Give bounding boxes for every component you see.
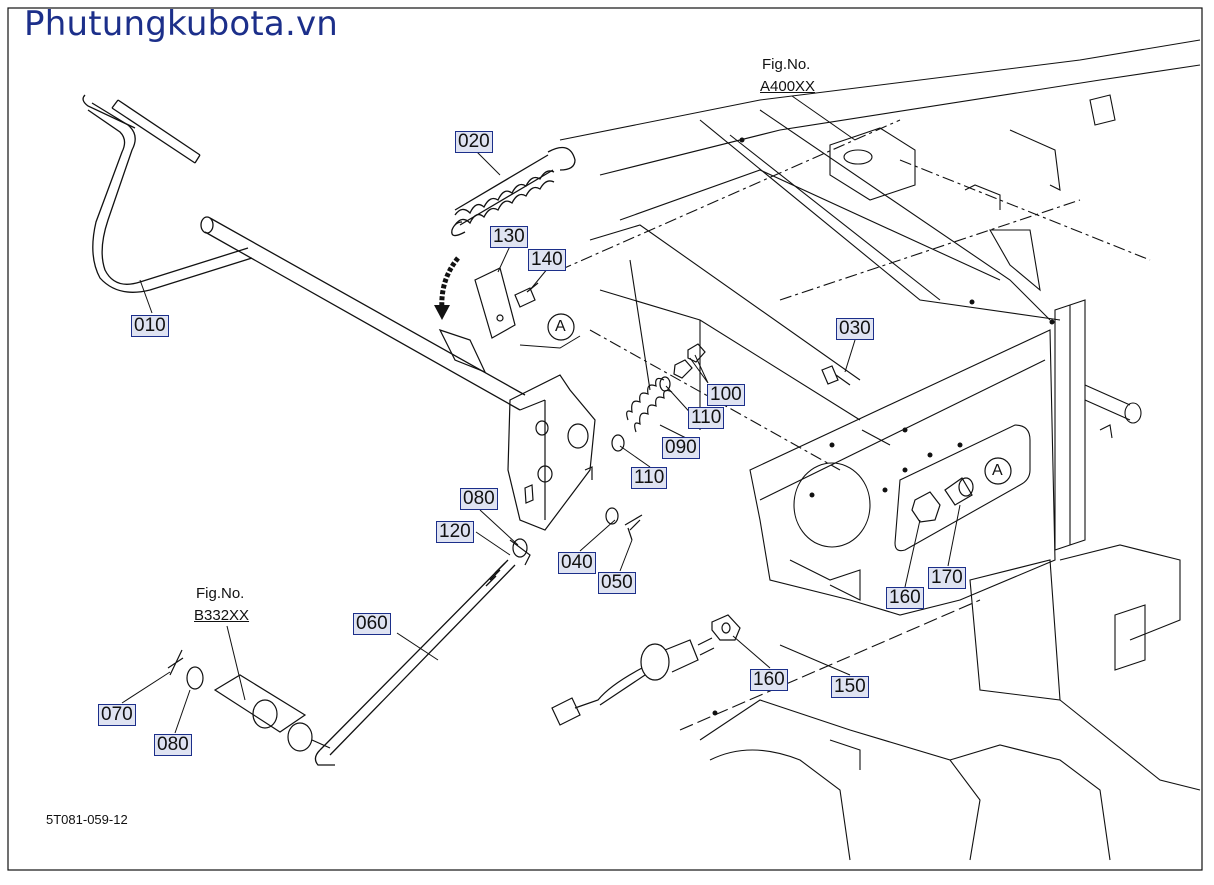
pedal-010 (82, 94, 526, 411)
fig-ref-label: Fig.No. (762, 56, 811, 73)
callout-090[interactable]: 090 (662, 437, 700, 459)
view-marker-label: A (555, 318, 566, 335)
callout-070[interactable]: 070 (98, 704, 136, 726)
view-marker-circle (984, 457, 1012, 485)
fig-ref-code[interactable]: A400XX (760, 78, 816, 95)
callout-010[interactable]: 010 (131, 315, 169, 337)
callout-110[interactable]: 110 (631, 467, 668, 489)
motion-arrowhead (434, 305, 450, 320)
callout-100[interactable]: 100 (707, 384, 745, 406)
callout-030[interactable]: 030 (836, 318, 874, 340)
callout-130[interactable]: 130 (490, 226, 528, 248)
callout-160[interactable]: 160 (886, 587, 924, 609)
view-marker-circle (547, 313, 575, 341)
nut-160 (711, 491, 941, 641)
drawing-code: 5T081-059-12 (46, 812, 128, 827)
callout-080[interactable]: 080 (154, 734, 192, 756)
callout-020[interactable]: 020 (455, 131, 493, 153)
leader-lines (121, 95, 961, 734)
spring-020 (451, 146, 576, 237)
callout-040[interactable]: 040 (558, 552, 596, 574)
bolt-140 (514, 282, 539, 308)
callout-050[interactable]: 050 (598, 572, 636, 594)
callout-140[interactable]: 140 (528, 249, 566, 271)
sensor-150 (551, 637, 715, 726)
nut-100 (673, 343, 706, 379)
fig-ref-code[interactable]: B332XX (194, 607, 250, 624)
pins-and-clips (509, 514, 643, 566)
rod-060 (314, 559, 516, 766)
frame-border (7, 7, 1203, 871)
main-frame (559, 39, 1201, 861)
callout-080[interactable]: 080 (460, 488, 498, 510)
spring-090 (626, 377, 673, 433)
callout-150[interactable]: 150 (831, 676, 869, 698)
callout-160[interactable]: 160 (750, 669, 788, 691)
callout-110[interactable]: 110 (688, 407, 725, 429)
plate-130 (474, 267, 516, 339)
view-marker-label: A (992, 462, 1003, 479)
fitting-170 (944, 477, 974, 506)
callout-120[interactable]: 120 (436, 521, 474, 543)
callout-060[interactable]: 060 (353, 613, 391, 635)
frame-holes (712, 137, 1055, 716)
watermark-text: Phutungkubota.vn (24, 4, 339, 44)
washer-110 (605, 376, 671, 525)
bolt-030 (821, 365, 891, 446)
fig-ref-label: Fig.No. (196, 585, 245, 602)
callout-170[interactable]: 170 (928, 567, 966, 589)
motion-arrow (439, 256, 460, 311)
bracket-assembly (438, 328, 596, 531)
linkage-070-080 (167, 649, 331, 752)
